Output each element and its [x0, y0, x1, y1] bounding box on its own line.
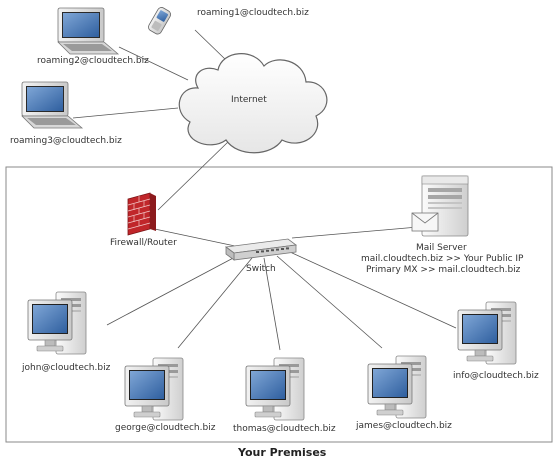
john-label: john@cloudtech.biz: [21, 363, 111, 373]
envelope-icon: [411, 212, 439, 232]
roaming3-label: roaming3@cloudtech.biz: [10, 136, 122, 146]
mail-server-public-ip-line: mail.cloudtech.biz >> Your Public IP: [361, 254, 524, 264]
network-switch-icon: [224, 238, 298, 261]
john-desktop-icon: [27, 291, 87, 355]
george-desktop-icon: [124, 357, 184, 421]
firewall-label: Firewall/Router: [110, 238, 177, 248]
mail-server-title: Mail Server: [416, 243, 467, 253]
roaming2-label: roaming2@cloudtech.biz: [37, 56, 149, 66]
roaming2-laptop-icon: [57, 7, 119, 55]
thomas-label: thomas@cloudtech.biz: [233, 424, 336, 434]
premises-boundary: [5, 166, 553, 443]
roaming1-phone-icon: [148, 7, 172, 35]
firewall-brick-wall-icon: [127, 192, 156, 236]
mail-server-mx-line: Primary MX >> mail.cloudtech.biz: [366, 265, 521, 275]
internet-cloud-icon: [178, 53, 328, 154]
roaming3-laptop-icon: [21, 81, 83, 129]
james-desktop-icon: [367, 355, 427, 419]
thomas-desktop-icon: [245, 357, 305, 421]
info-label: info@cloudtech.biz: [453, 371, 539, 381]
switch-label: Switch: [246, 264, 276, 274]
george-label: george@cloudtech.biz: [115, 423, 216, 433]
james-label: james@cloudtech.biz: [355, 421, 452, 431]
internet-label: Internet: [231, 95, 267, 105]
premises-title: Your Premises: [237, 446, 327, 459]
info-desktop-icon: [457, 301, 517, 365]
connection-lines: [72, 29, 457, 351]
roaming1-label: roaming1@cloudtech.biz: [197, 8, 309, 18]
